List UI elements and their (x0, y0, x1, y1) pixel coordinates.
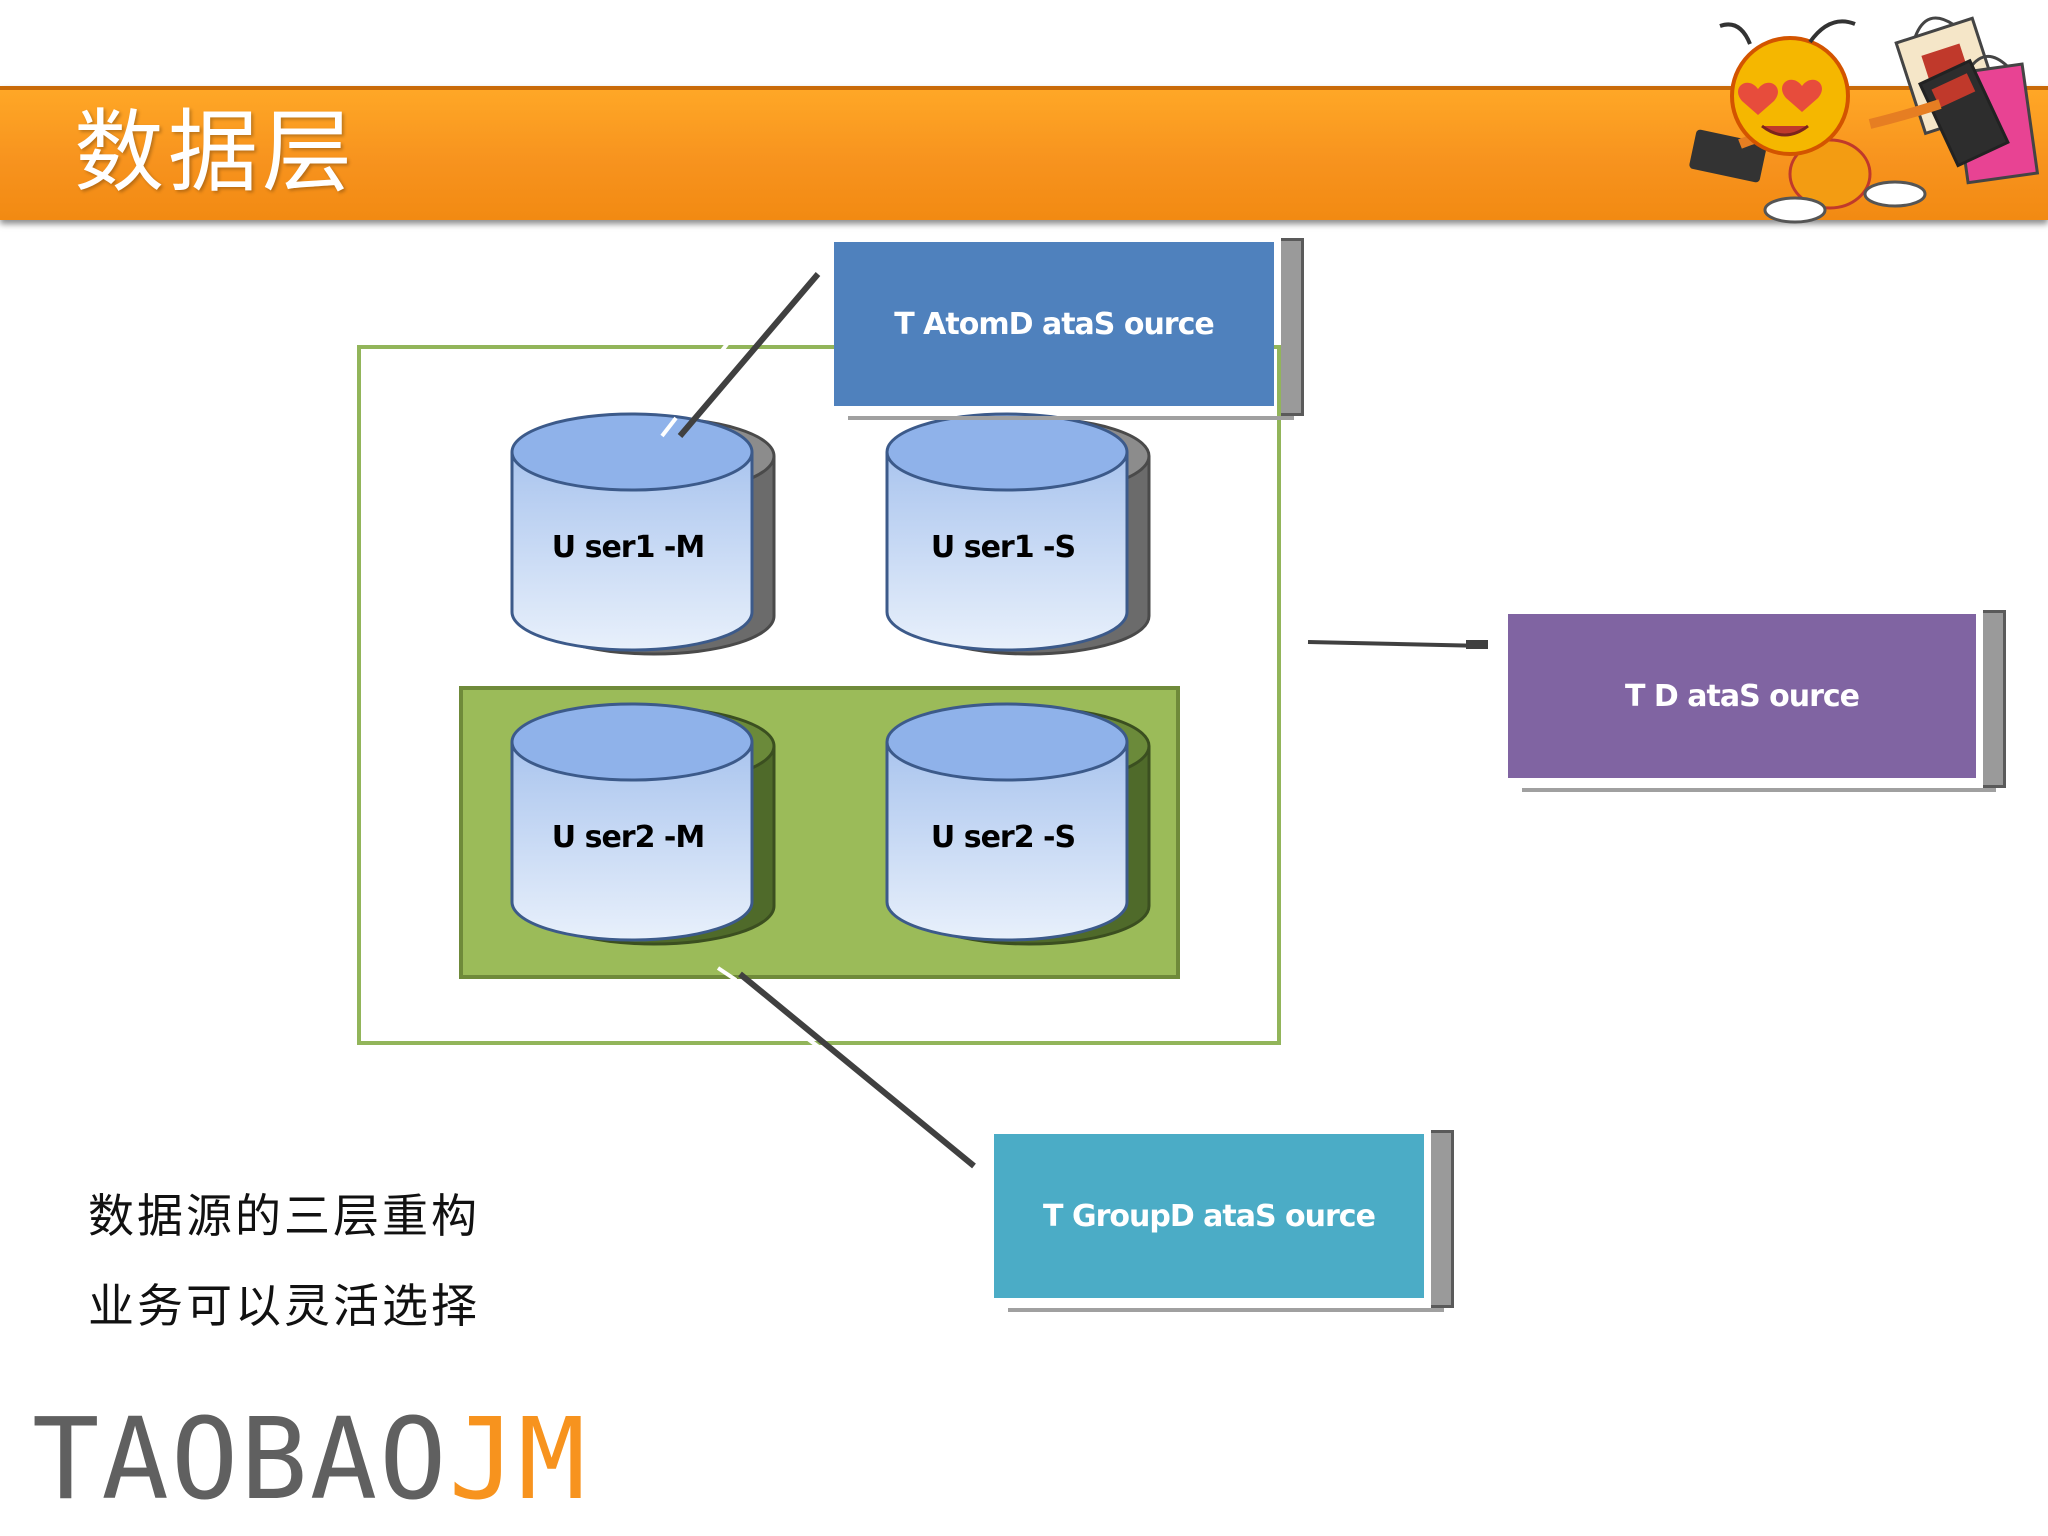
taobaojm-logo: TAOBAOJM (32, 1400, 587, 1520)
tdatasource-box: T D ataS ource (1508, 610, 2006, 792)
page-title: 数据层 (74, 100, 356, 205)
db-label-user1-m: U ser1 -M (551, 530, 705, 565)
database-cylinder: U ser1 -M (508, 412, 778, 672)
box-shadow (1431, 1130, 1454, 1308)
tatom-datasource-box: T AtomD ataS ource (834, 238, 1304, 420)
tdatasource-label: T D ataS ource (1508, 614, 1976, 778)
tgroup-datasource-label: T GroupD ataS ource (994, 1134, 1424, 1298)
box-underline (1008, 1308, 1444, 1312)
logo-jm: JM (448, 1395, 588, 1525)
db-label-user2-m: U ser2 -M (551, 820, 705, 855)
tds-connector (1307, 640, 1487, 648)
ant-mascot-icon (1689, 16, 2040, 224)
box-underline (1522, 788, 1996, 792)
box-underline (848, 416, 1294, 420)
tgroup-datasource-box: T GroupD ataS ource (994, 1130, 1454, 1312)
logo-taobao: TAOBAO (32, 1395, 449, 1525)
database-cylinder: U ser2 -S (883, 702, 1153, 962)
database-cylinder: U ser1 -S (883, 412, 1153, 672)
tatom-datasource-label: T AtomD ataS ource (834, 242, 1274, 406)
db-label-user1-s: U ser1 -S (930, 530, 1076, 565)
note-line-2: 业务可以灵活选择 (88, 1279, 480, 1333)
database-cylinder: U ser2 -M (508, 702, 778, 962)
box-shadow (1281, 238, 1304, 416)
note-line-1: 数据源的三层重构 (88, 1189, 480, 1243)
db-label-user2-s: U ser2 -S (930, 820, 1076, 855)
box-shadow (1983, 610, 2006, 788)
